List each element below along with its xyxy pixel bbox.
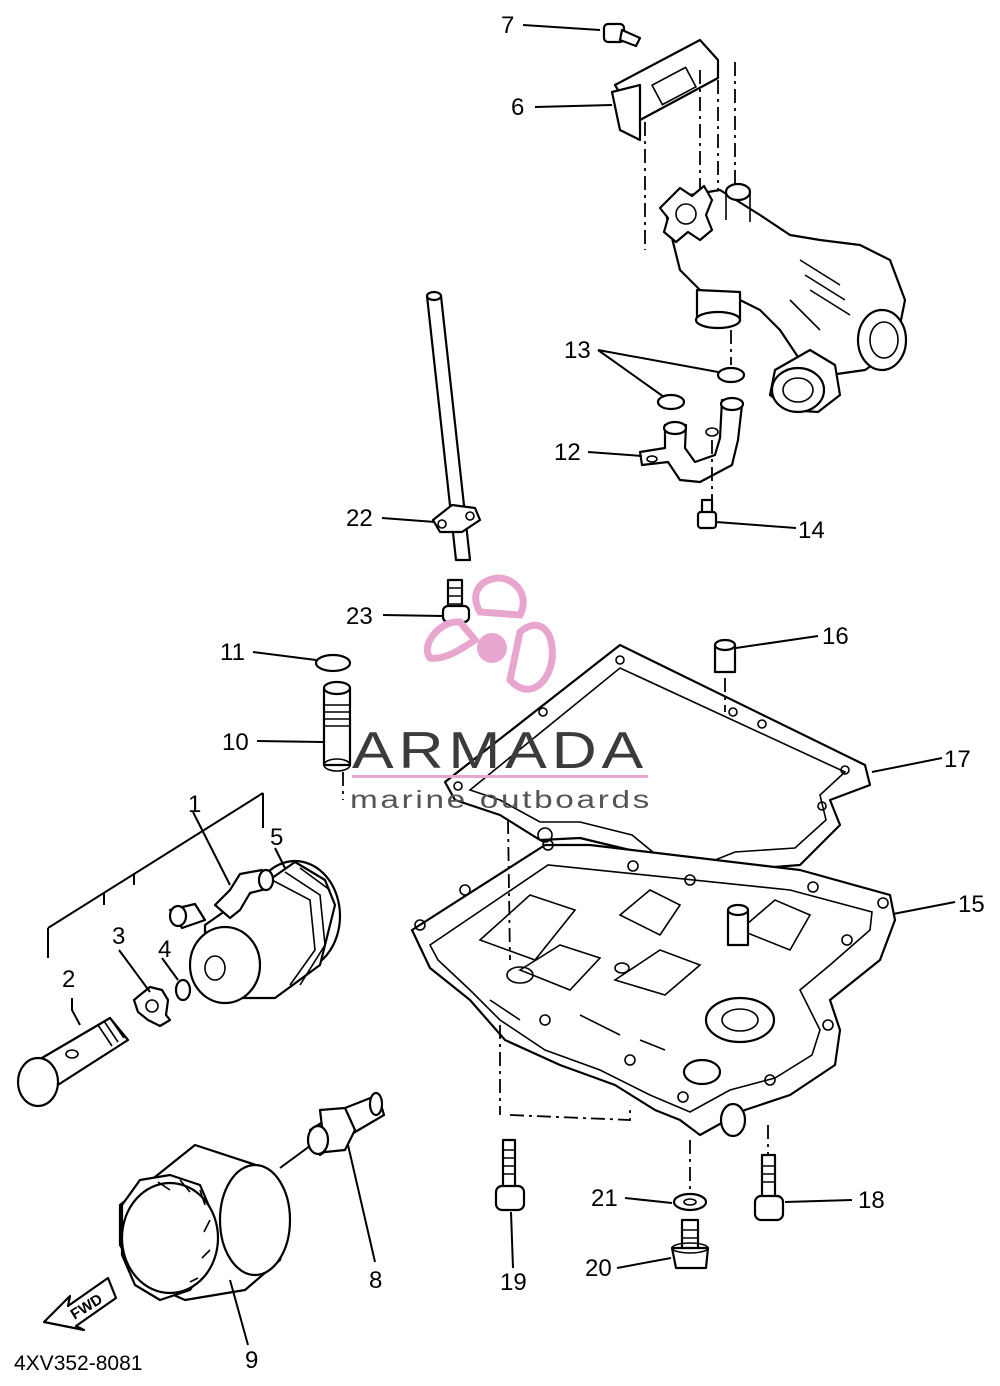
- bolt-14: [696, 498, 718, 530]
- union-bolt-8: [306, 1091, 386, 1157]
- strainer-pipe-10: [322, 680, 352, 800]
- watermark-rule: [352, 775, 648, 778]
- armada-watermark: ARMADA marine outboards: [350, 574, 652, 814]
- o-rings-13: [656, 366, 746, 411]
- oil-pipe-12: [638, 396, 745, 500]
- callout-21: 21: [591, 1185, 618, 1212]
- callout-22: 22: [346, 505, 373, 532]
- bolt-19: [494, 1138, 526, 1212]
- dowel-pin-16: [713, 638, 737, 712]
- watermark-brand: ARMADA: [352, 722, 648, 780]
- callout-20: 20: [585, 1255, 612, 1282]
- callout-8: 8: [369, 1267, 382, 1294]
- callout-1: 1: [188, 791, 201, 818]
- oil-level-pipe-22: [425, 290, 482, 562]
- callout-labels: 1 2 3 4 5 6 7 8 9 10 11 12 13 14 15 16 1…: [62, 12, 985, 1374]
- watermark-tagline: marine outboards: [350, 786, 652, 814]
- oil-pump-assembly: [602, 22, 908, 414]
- callout-18: 18: [858, 1187, 885, 1214]
- callout-6: 6: [511, 94, 524, 121]
- oil-filter-9: [118, 1139, 319, 1302]
- o-ring-11: [314, 653, 352, 673]
- callout-9: 9: [245, 1347, 258, 1374]
- propeller-logo: [423, 574, 556, 693]
- leader-lines: [71, 24, 956, 1346]
- callout-7: 7: [501, 12, 514, 39]
- callout-23: 23: [346, 603, 373, 630]
- oil-cooler-group: [16, 792, 342, 1108]
- callout-3: 3: [112, 923, 125, 950]
- oil-pan-15: [410, 819, 897, 1190]
- forward-arrow: FWD: [42, 1276, 118, 1332]
- callout-11: 11: [220, 639, 245, 666]
- callout-4: 4: [158, 936, 171, 963]
- callout-15: 15: [958, 891, 985, 918]
- callout-19: 19: [500, 1269, 527, 1296]
- bolt-18: [753, 1153, 785, 1222]
- drain-bolt-20: [670, 1218, 710, 1270]
- callout-2: 2: [62, 966, 75, 993]
- fitting-23: [441, 578, 471, 624]
- callout-16: 16: [822, 623, 849, 650]
- callout-14: 14: [798, 517, 825, 544]
- callout-5: 5: [270, 824, 283, 851]
- callout-12: 12: [554, 439, 581, 466]
- callout-10: 10: [222, 729, 249, 756]
- callout-17: 17: [944, 746, 971, 773]
- washer-21: [672, 1192, 708, 1212]
- diagram-code: 4XV352-8081: [14, 1352, 142, 1375]
- callout-13: 13: [564, 337, 591, 364]
